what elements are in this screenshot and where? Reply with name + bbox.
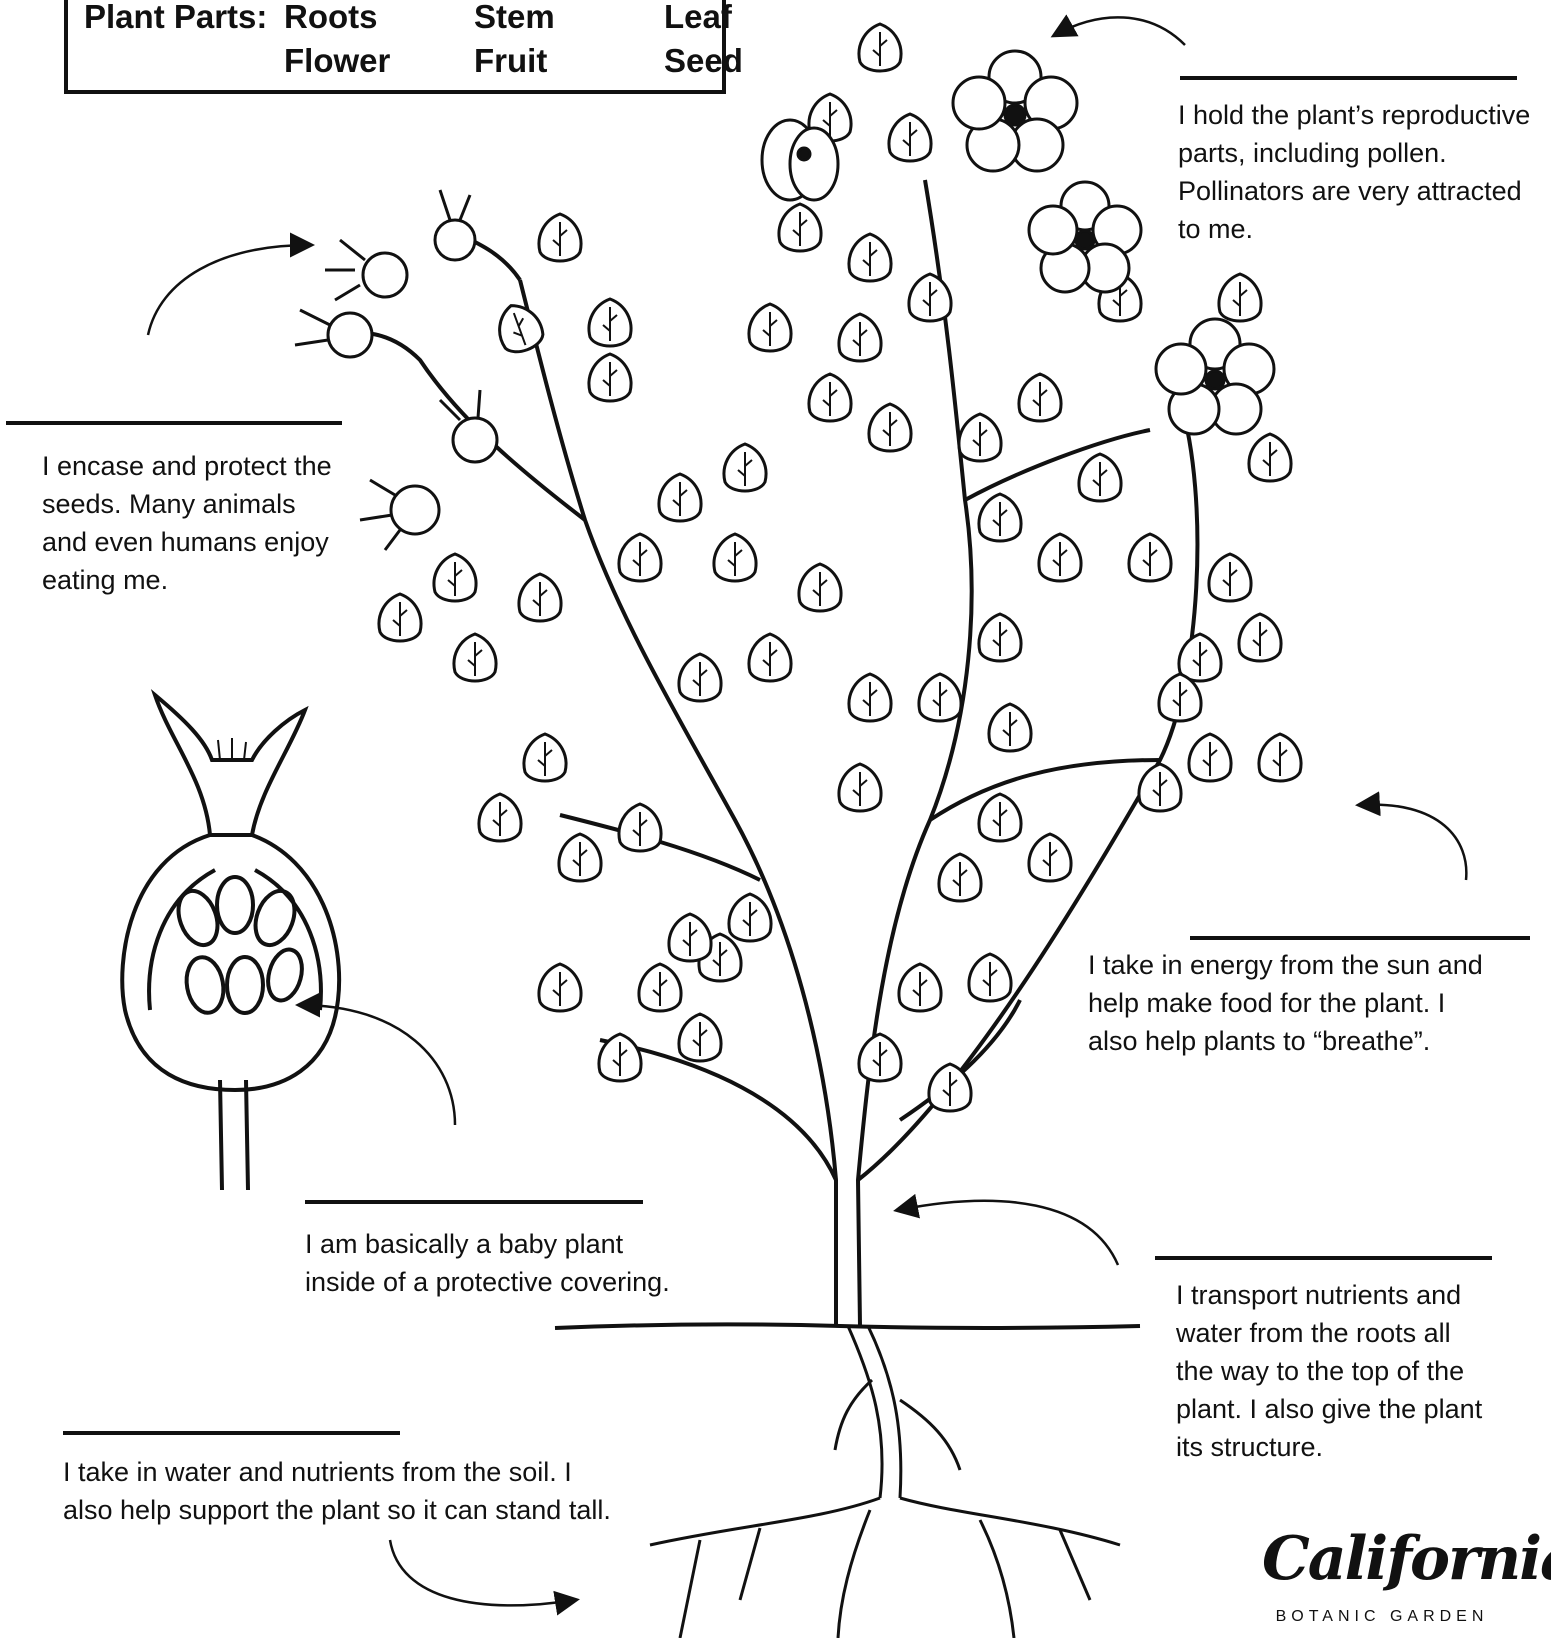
clue-line: Pollinators are very attracted <box>1178 172 1530 210</box>
answer-line-seed[interactable] <box>305 1200 643 1204</box>
california-botanic-garden-logo: California BOTANIC GARDEN <box>1262 1530 1502 1635</box>
clue-line: I hold the plant’s reproductive <box>1178 96 1530 134</box>
word-bank: Plant Parts: Roots Stem Leaf Flower Frui… <box>64 0 726 94</box>
clue-line: I encase and protect the <box>42 447 332 485</box>
clue-line: seeds. Many animals <box>42 485 332 523</box>
answer-line-leaf[interactable] <box>1190 936 1530 940</box>
clue-line: also help support the plant so it can st… <box>63 1491 611 1529</box>
clue-seed: I am basically a baby plant inside of a … <box>305 1225 670 1301</box>
word-bank-stem: Stem <box>474 0 555 36</box>
clue-line: I am basically a baby plant <box>305 1225 670 1263</box>
clue-line: water from the roots all <box>1176 1314 1482 1352</box>
clue-leaf: I take in energy from the sun and help m… <box>1088 946 1483 1060</box>
clue-line: I take in energy from the sun and <box>1088 946 1483 984</box>
clue-line: parts, including pollen. <box>1178 134 1530 172</box>
word-bank-leaf: Leaf <box>664 0 732 36</box>
word-bank-roots: Roots <box>284 0 378 36</box>
clue-line: help make food for the plant. I <box>1088 984 1483 1022</box>
clue-line: its structure. <box>1176 1428 1482 1466</box>
clue-line: and even humans enjoy <box>42 523 332 561</box>
clue-roots: I take in water and nutrients from the s… <box>63 1453 611 1529</box>
word-bank-fruit: Fruit <box>474 42 547 80</box>
answer-line-stem[interactable] <box>1155 1256 1492 1260</box>
clue-line: the way to the top of the <box>1176 1352 1482 1390</box>
word-bank-flower: Flower <box>284 42 390 80</box>
answer-line-roots[interactable] <box>63 1431 400 1435</box>
clue-line: also help plants to “breathe”. <box>1088 1022 1483 1060</box>
clue-line: I transport nutrients and <box>1176 1276 1482 1314</box>
fruit-cross-section <box>122 695 339 1190</box>
clue-line: plant. I also give the plant <box>1176 1390 1482 1428</box>
word-bank-heading: Plant Parts: <box>84 0 267 36</box>
logo-subtitle: BOTANIC GARDEN <box>1262 1608 1502 1626</box>
clue-stem: I transport nutrients and water from the… <box>1176 1276 1482 1466</box>
clue-line: eating me. <box>42 561 332 599</box>
answer-line-flower[interactable] <box>1180 76 1517 80</box>
word-bank-seed: Seed <box>664 42 743 80</box>
clue-line: I take in water and nutrients from the s… <box>63 1453 611 1491</box>
clue-line: inside of a protective covering. <box>305 1263 670 1301</box>
clue-fruit: I encase and protect the seeds. Many ani… <box>42 447 332 599</box>
clue-line: to me. <box>1178 210 1530 248</box>
roots <box>650 1326 1120 1638</box>
logo-script: California <box>1262 1524 1502 1594</box>
clue-flower: I hold the plant’s reproductive parts, i… <box>1178 96 1530 248</box>
answer-line-fruit[interactable] <box>6 421 342 425</box>
